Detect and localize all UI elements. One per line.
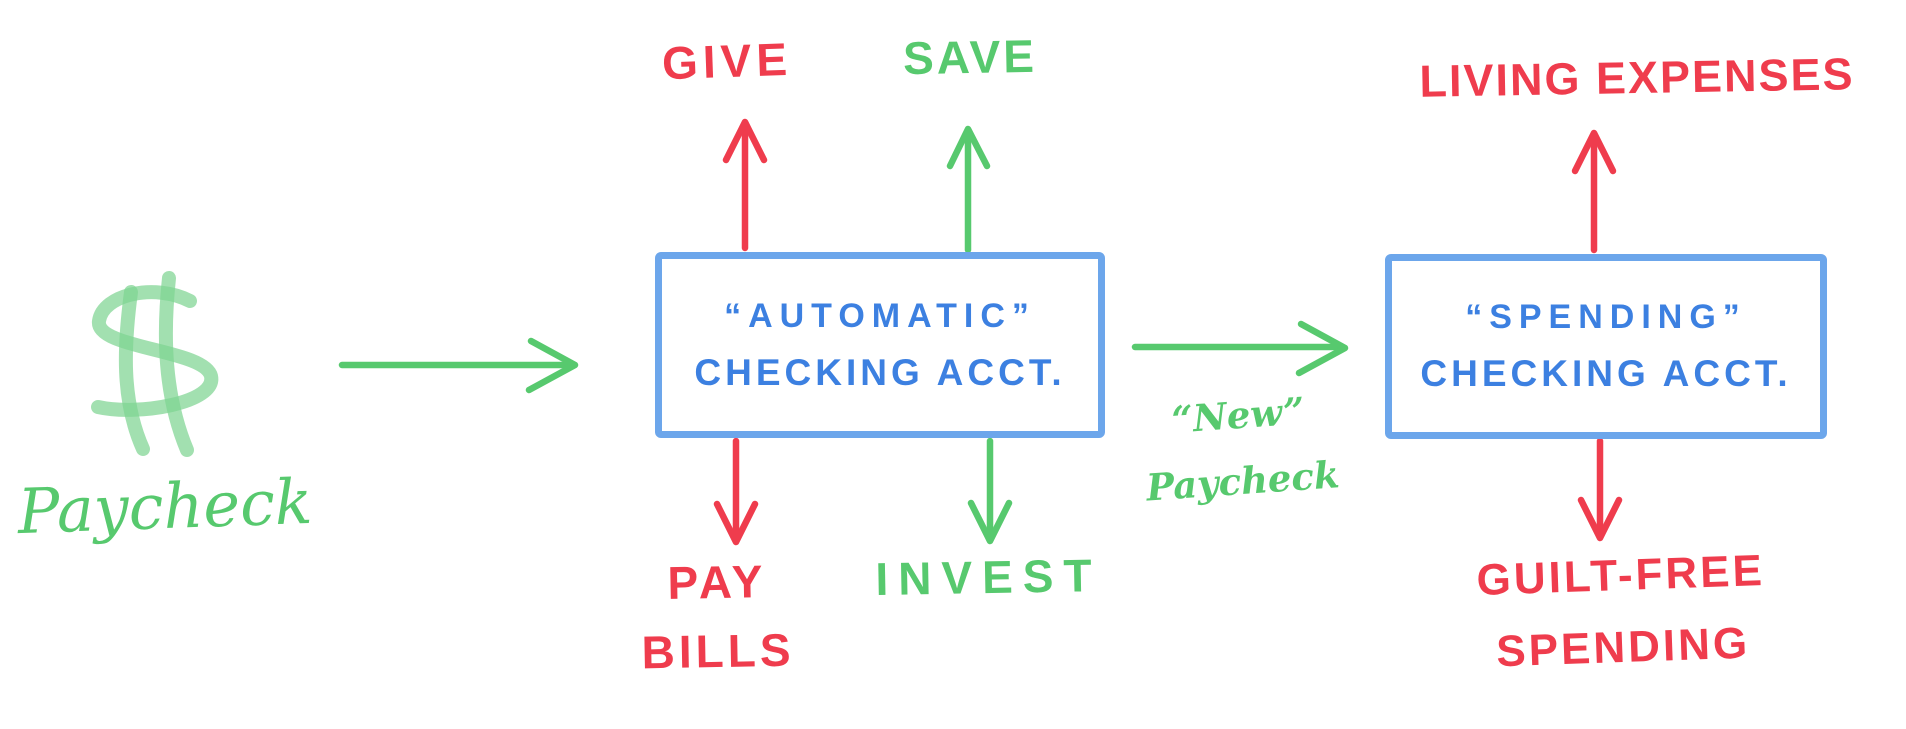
dollar-sign-icon [91,271,219,457]
arrow-spending-to-guilt-free [1577,437,1623,542]
invest-label: INVEST [874,549,1103,605]
save-label: SAVE [902,29,1038,85]
automatic-box-subtitle: CHECKING ACCT. [694,351,1066,393]
arrow-automatic-to-pay-bills [713,437,759,546]
pay-bills-label: PAY BILLS [624,546,811,687]
spending-checking-account-box: “SPENDING” CHECKING ACCT. [1385,254,1827,439]
paycheck-label: Paycheck [16,464,314,549]
arrow-automatic-to-save [946,125,991,254]
arrow-automatic-to-invest [967,437,1013,545]
guilt-free-line1: GUILT-FREE [1475,546,1766,606]
pay-bills-line2: BILLS [641,623,795,679]
spending-box-title: “SPENDING” [1465,298,1747,336]
arrow-paycheck-to-automatic [338,337,579,394]
arrow-spending-to-living-expenses [1571,129,1617,254]
arrow-automatic-to-spending [1131,320,1349,377]
arrow-automatic-to-give [722,118,768,252]
spending-box-subtitle: CHECKING ACCT. [1420,353,1792,394]
living-expenses-label: LIVING EXPENSES [1419,48,1855,107]
guilt-free-line2: SPENDING [1495,618,1751,677]
automatic-checking-account-box: “AUTOMATIC” CHECKING ACCT. [655,252,1105,438]
new-paycheck-edge-label: “New” Paycheck [1129,375,1353,522]
pay-bills-line1: PAY [666,555,767,609]
automatic-box-title: “AUTOMATIC” [724,296,1036,335]
guilt-free-spending-label: GUILT-FREE SPENDING [1420,533,1825,691]
give-label: GIVE [661,32,793,90]
